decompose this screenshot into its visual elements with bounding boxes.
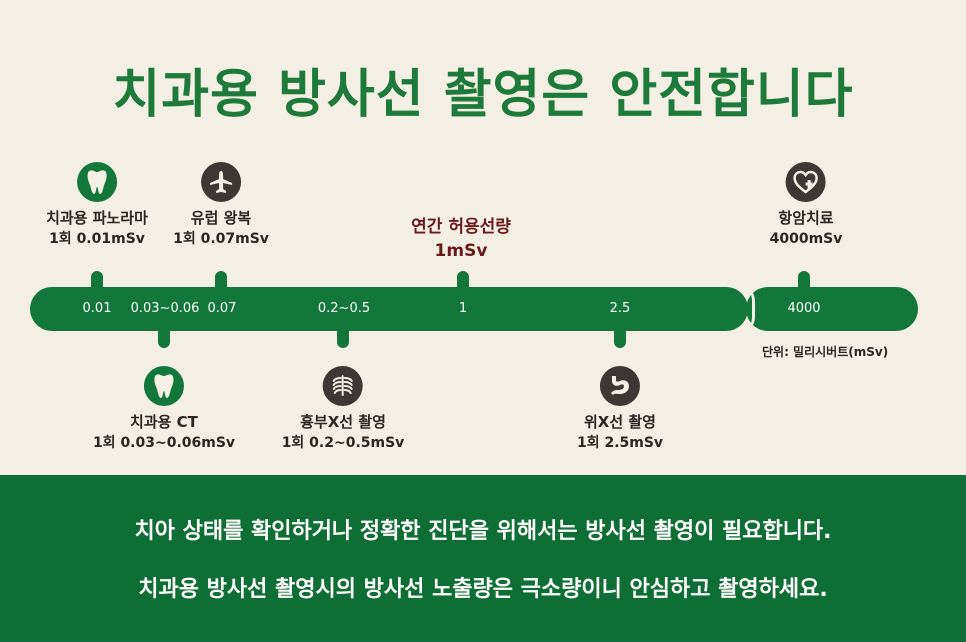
tick-label: 0.07: [207, 301, 237, 316]
annual-limit-name: 연간 허용선량: [411, 217, 511, 237]
marker-value: 1회 0.01mSv: [49, 231, 145, 247]
marker-name: 흉부X선 촬영: [300, 413, 386, 431]
tick-label: 4000: [787, 301, 821, 316]
marker-chest-xray: 흉부X선 촬영 1회 0.2~0.5mSv: [281, 366, 405, 454]
tooth-icon: [143, 366, 184, 406]
unit-note: 단위: 밀리시버트(mSv): [762, 345, 889, 359]
stub-stomach: [614, 330, 626, 348]
tick-label: 0.01: [82, 301, 112, 316]
stub-chest: [337, 330, 349, 348]
marker-name: 치과용 파노라마: [46, 209, 148, 227]
marker-value: 1회 0.07mSv: [173, 231, 269, 247]
marker-cancer-therapy: 항암치료 4000mSv: [769, 162, 843, 250]
stub-annual: [457, 271, 469, 289]
marker-name: 치과용 CT: [130, 413, 198, 431]
timeline-break: [738, 284, 755, 334]
tick-label: 0.03~0.06: [130, 301, 200, 316]
timeline-bar-extended: [746, 287, 918, 331]
marker-name: 유럽 왕복: [190, 209, 252, 227]
footer-line-2: 치과용 방사선 촬영시의 방사선 노출량은 극소량이니 안심하고 촬영하세요.: [138, 577, 828, 602]
marker-stomach-xray: 위X선 촬영 1회 2.5mSv: [577, 366, 663, 454]
marker-value: 4000mSv: [769, 231, 843, 247]
ribcage-icon: [323, 366, 363, 406]
airplane-icon: [201, 162, 241, 202]
tick-label: 0.2~0.5: [317, 301, 371, 316]
heart-cross-icon: [785, 162, 826, 202]
annual-limit-value: 1mSv: [434, 241, 488, 261]
tick-label: 2.5: [609, 301, 631, 316]
stub-cancer: [798, 271, 810, 289]
stomach-icon: [600, 366, 640, 406]
marker-annual-limit: 연간 허용선량 1mSv: [411, 215, 511, 263]
tick-label: 1: [458, 301, 468, 316]
marker-value: 1회 2.5mSv: [576, 435, 664, 451]
marker-name: 위X선 촬영: [584, 413, 656, 431]
marker-dental-ct: 치과용 CT 1회 0.03~0.06mSv: [93, 366, 235, 454]
stub-ct: [158, 330, 170, 348]
timeline-bar-main: [30, 287, 748, 331]
page-title: 치과용 방사선 촬영은 안전합니다: [112, 65, 854, 125]
footer-line-1: 치아 상태를 확인하거나 정확한 진단을 위해서는 방사선 촬영이 필요합니다.: [134, 519, 832, 544]
marker-panorama: 치과용 파노라마 1회 0.01mSv: [46, 162, 148, 250]
marker-name: 항암치료: [778, 209, 834, 227]
stub-panorama: [91, 271, 103, 289]
marker-flight: 유럽 왕복 1회 0.07mSv: [173, 162, 269, 250]
marker-value: 1회 0.2~0.5mSv: [281, 435, 405, 451]
stub-flight: [215, 271, 227, 289]
marker-value: 1회 0.03~0.06mSv: [92, 435, 236, 451]
footer-banner: 치아 상태를 확인하거나 정확한 진단을 위해서는 방사선 촬영이 필요합니다.…: [0, 475, 966, 642]
tooth-icon: [76, 162, 117, 202]
